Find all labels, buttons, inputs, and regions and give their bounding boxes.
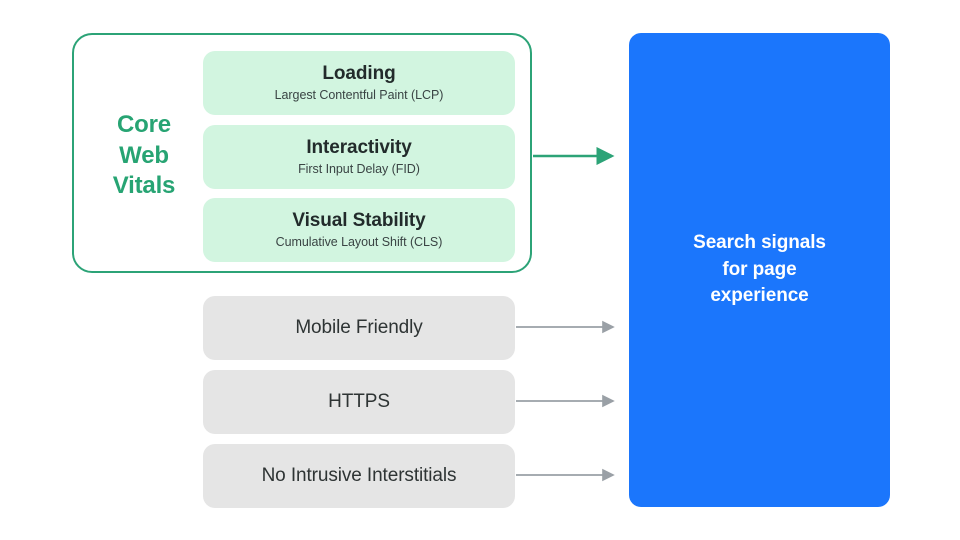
metric-title: Loading xyxy=(322,62,396,84)
metric-subtitle: Cumulative Layout Shift (CLS) xyxy=(275,234,443,249)
search-signals-panel: Search signals for page experience xyxy=(629,33,890,507)
core-web-vitals-label: Core Web Vitals xyxy=(90,110,198,202)
metric-card-interactivity: Interactivity First Input Delay (FID) xyxy=(203,125,515,189)
search-signals-text: Search signals for page experience xyxy=(693,231,826,307)
signal-card-mobile-friendly: Mobile Friendly xyxy=(203,296,515,360)
signal-label: HTTPS xyxy=(328,391,390,412)
core-web-vitals-label-line-3: Vitals xyxy=(112,172,176,200)
signal-card-https: HTTPS xyxy=(203,370,515,434)
signal-label: Mobile Friendly xyxy=(295,317,423,338)
signal-label: No Intrusive Interstitials xyxy=(261,465,457,486)
metric-title: Interactivity xyxy=(306,136,412,158)
metric-title: Visual Stability xyxy=(292,209,426,231)
metric-card-loading: Loading Largest Contentful Paint (LCP) xyxy=(203,51,515,115)
core-web-vitals-label-line-1: Core xyxy=(117,111,171,138)
signal-card-no-intrusive-interstitials: No Intrusive Interstitials xyxy=(203,444,515,508)
metric-card-visual-stability: Visual Stability Cumulative Layout Shift… xyxy=(203,198,515,262)
metric-subtitle: Largest Contentful Paint (LCP) xyxy=(274,87,444,102)
core-web-vitals-label-line-2: Web xyxy=(119,141,169,169)
metric-subtitle: First Input Delay (FID) xyxy=(298,161,420,176)
core-web-vitals-group xyxy=(72,33,532,273)
